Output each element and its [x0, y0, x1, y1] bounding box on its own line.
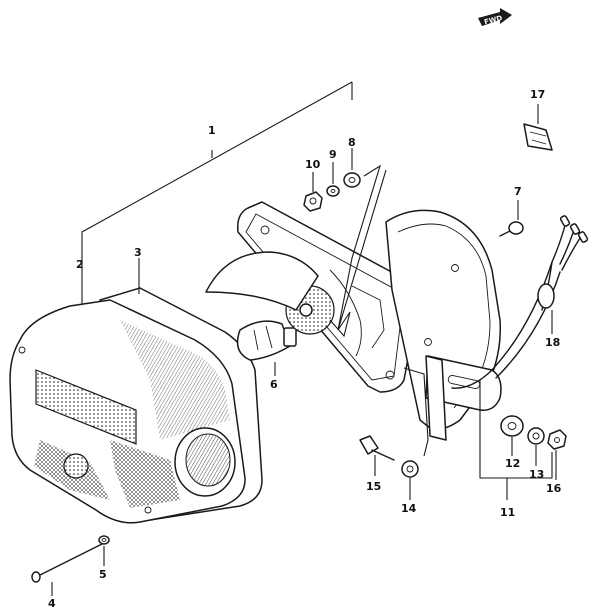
callout-6: 6: [270, 378, 278, 391]
callout-13: 13: [529, 468, 544, 481]
callout-leaders: [51, 104, 557, 596]
callout-15: 15: [366, 480, 381, 493]
callout-5: 5: [99, 568, 107, 581]
callout-1: 1: [208, 124, 216, 137]
wire-harness: [451, 215, 589, 389]
grommet: [537, 283, 555, 309]
washer-small: [98, 535, 110, 545]
callout-4: 4: [48, 597, 56, 610]
bulb: [236, 320, 297, 361]
hardware-leaders: [329, 164, 387, 338]
washer-14: [401, 460, 419, 478]
callout-16: 16: [546, 482, 562, 495]
callout-10: 10: [305, 158, 321, 171]
spacer-12: [500, 415, 524, 437]
lens-housing: [9, 287, 263, 524]
callout-labels: 1 2 3 4 5 6 7 8 9 10 11 12 13 14 15 16 1…: [48, 88, 562, 610]
lamp-base-plate: [205, 201, 420, 393]
callout-18: 18: [545, 336, 560, 349]
nut-16: [547, 429, 567, 450]
callout-9: 9: [329, 148, 337, 161]
callout-17: 17: [530, 88, 545, 101]
callout-14: 14: [401, 502, 417, 515]
callout-3: 3: [134, 246, 142, 259]
reflector-window: [35, 369, 137, 445]
washer-8: [343, 172, 361, 188]
assembly-bracket-1: [81, 81, 353, 308]
forward-arrow-icon: [478, 8, 512, 26]
forward-direction-badge: FWD: [478, 8, 512, 26]
collar-13: [527, 427, 545, 445]
callout-11: 11: [500, 506, 515, 519]
nut-10: [303, 191, 323, 212]
harness-clip: [523, 123, 553, 151]
callout-12: 12: [505, 457, 520, 470]
bolt-15: [359, 435, 395, 461]
callout-8: 8: [348, 136, 356, 149]
lock-washer-9: [326, 185, 340, 197]
callout-2: 2: [76, 258, 84, 271]
assembly-bracket-11: [403, 367, 553, 500]
screw-7: [499, 221, 524, 237]
long-screw: [31, 543, 103, 583]
mounting-bracket: [385, 209, 502, 441]
callout-7: 7: [514, 185, 522, 198]
